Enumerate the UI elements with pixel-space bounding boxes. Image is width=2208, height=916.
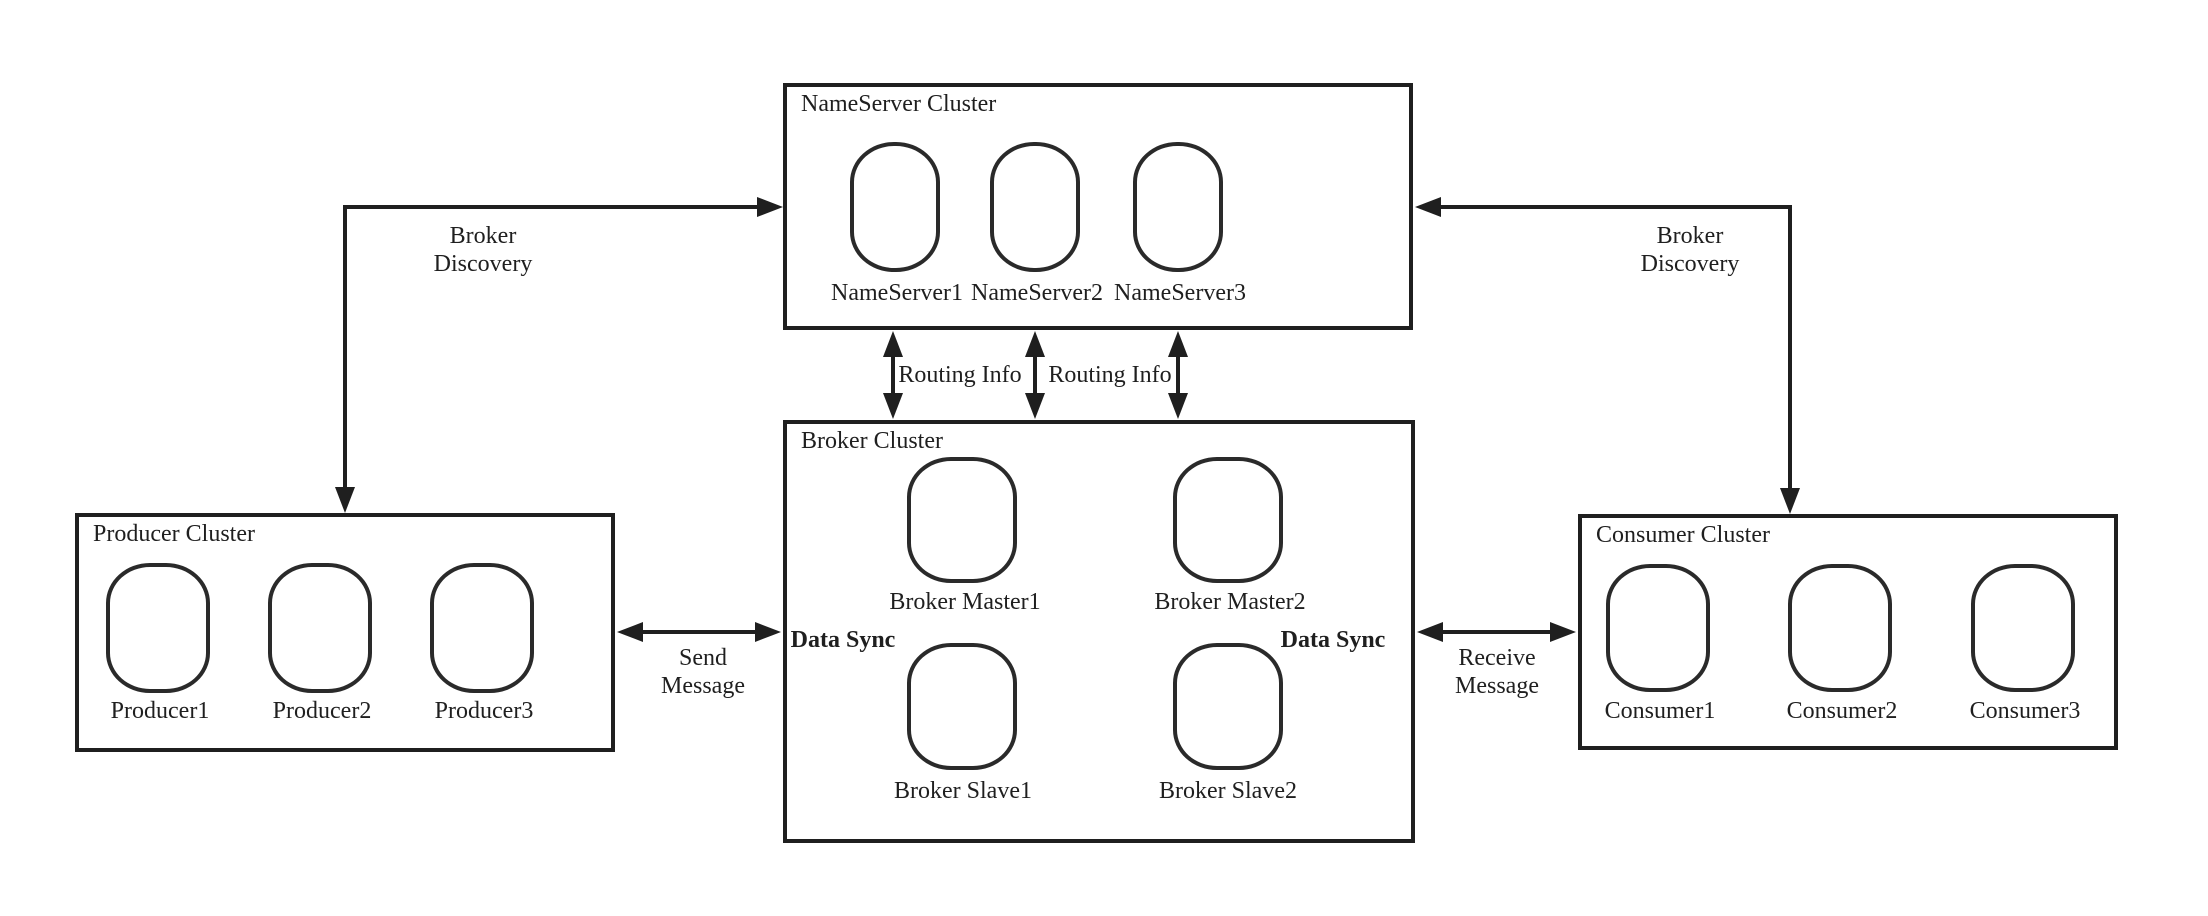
consumer-cluster-title: Consumer Cluster [1596,522,1770,548]
nameserver2-label: NameServer2 [971,280,1103,306]
broker-master2-node [1173,457,1283,583]
nameserver1-label: NameServer1 [831,280,963,306]
consumer3-node [1971,564,2075,692]
producer1-label: Producer1 [110,698,210,724]
routing-info-label-2: Routing Info [1048,362,1172,388]
receive-message-arrow [1417,622,1576,642]
receive-message-label: Receive Message [1455,645,1539,699]
broker-slave2-node [1173,643,1283,770]
routing-info-arrow-2 [1025,331,1045,419]
broker-master1-node [907,457,1017,583]
send-message-label: Send Message [661,645,745,699]
producer2-node [268,563,372,693]
consumer2-label: Consumer2 [1786,698,1898,724]
producer3-node [430,563,534,693]
broker-slave1-node [907,643,1017,770]
producer1-node [106,563,210,693]
broker-discovery-right-label: Broker Discovery [1640,223,1740,277]
nameserver3-label: NameServer3 [1114,280,1246,306]
broker-slave2-label: Broker Slave2 [1159,778,1297,804]
broker-cluster-box: Broker Cluster [783,420,1415,843]
broker-discovery-right-arrow [1415,197,1800,514]
nameserver-cluster-title: NameServer Cluster [801,91,997,117]
broker-discovery-left-arrow [335,197,783,513]
producer2-label: Producer2 [272,698,372,724]
nameserver1-node [850,142,940,272]
routing-info-label-1: Routing Info [898,362,1022,388]
send-message-arrow [617,622,781,642]
routing-info-arrow-1 [883,331,903,419]
broker-discovery-left-label: Broker Discovery [433,223,533,277]
producer-cluster-title: Producer Cluster [93,521,255,547]
producer3-label: Producer3 [434,698,534,724]
broker-cluster-title: Broker Cluster [801,428,943,454]
nameserver2-node [990,142,1080,272]
consumer1-label: Consumer1 [1604,698,1716,724]
nameserver3-node [1133,142,1223,272]
consumer2-node [1788,564,1892,692]
broker-master1-label: Broker Master1 [889,589,1041,615]
broker-master2-label: Broker Master2 [1154,589,1306,615]
broker-slave1-label: Broker Slave1 [894,778,1032,804]
routing-info-arrow-3 [1168,331,1188,419]
consumer3-label: Consumer3 [1969,698,2081,724]
data-sync-left-label: Data Sync [790,627,896,653]
data-sync-right-label: Data Sync [1280,627,1386,653]
consumer1-node [1606,564,1710,692]
